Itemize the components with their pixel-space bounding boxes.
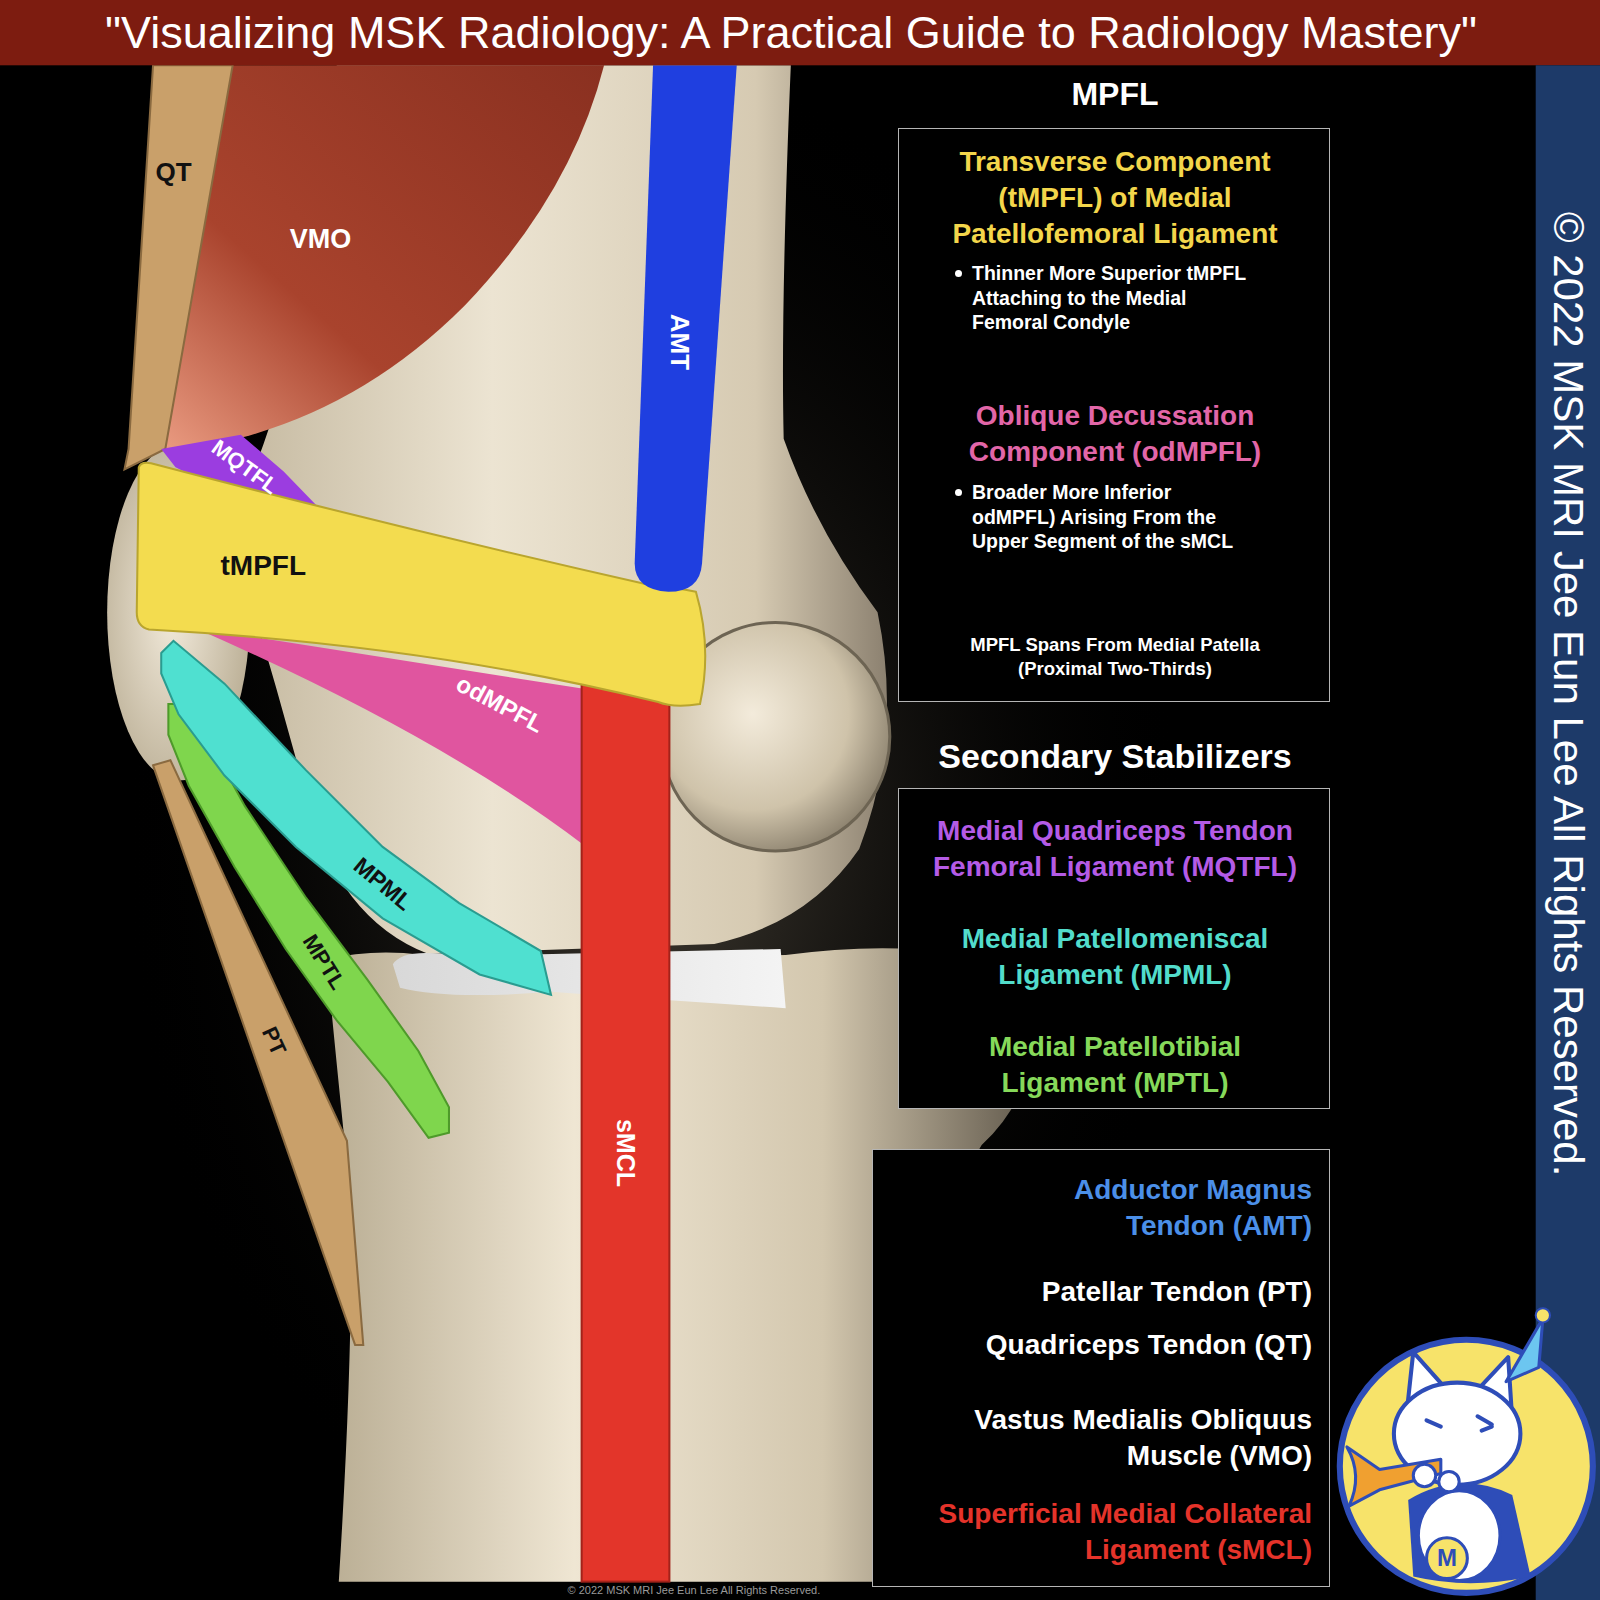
bullet-text: Thinner More Superior tMPFL Attaching to… <box>972 261 1254 335</box>
mascot-logo <box>1340 1308 1593 1593</box>
info-panel: MPFLTransverse Component (tMPFL) of Medi… <box>898 128 1330 702</box>
structure-label: MPTL <box>298 930 351 994</box>
structure-label: QT <box>155 159 191 189</box>
structure-label: MQTFL <box>207 435 283 500</box>
adductor-magnus-tendon <box>635 65 737 592</box>
legend-term: Adductor Magnus Tendon (AMT) <box>1012 1172 1312 1244</box>
mpml-ligament <box>161 641 551 995</box>
legend-term: Superficial Medial Collateral Ligament (… <box>882 1496 1312 1568</box>
structure-label: AMT <box>664 314 694 370</box>
page-title: "Visualizing MSK Radiology: A Practical … <box>105 0 1477 66</box>
quadriceps-tendon <box>124 65 232 469</box>
bullet-dot <box>955 270 962 277</box>
info-panel: Secondary StabilizersMedial Quadriceps T… <box>898 788 1330 1109</box>
copyright-footer: © 2022 MSK MRI Jee Eun Lee All Rights Re… <box>568 1583 821 1596</box>
copyright-watermark: © 2022 MSK MRI Jee Eun Lee All Rights Re… <box>1544 212 1592 1177</box>
smcl-ligament <box>582 679 670 1582</box>
structure-label: MPML <box>348 852 417 916</box>
legend-term: Patellar Tendon (PT) <box>892 1274 1312 1310</box>
panel-heading: MPFL <box>899 75 1331 113</box>
stabilizer-name: Medial Patellotibial Ligament (MPTL) <box>950 1029 1280 1101</box>
info-panel: Adductor Magnus Tendon (AMT) Patellar Ten… <box>872 1149 1330 1587</box>
legend-term: Vastus Medialis Obliquus Muscle (VMO) <box>922 1402 1312 1474</box>
structure-label: PT <box>257 1023 292 1059</box>
structure-label: tMPFL <box>220 550 306 582</box>
component-heading: Transverse Component (tMPFL) of Medial P… <box>929 144 1301 252</box>
structure-label: sMCL <box>611 1119 640 1187</box>
vmo-muscle <box>165 65 604 449</box>
tmpfl-ligament <box>137 463 706 706</box>
logo-letter: M <box>1437 1544 1457 1572</box>
structure-label: VMO <box>290 224 352 255</box>
title-bar <box>0 0 1600 65</box>
legend-term: Quadriceps Tendon (QT) <box>892 1327 1312 1363</box>
stabilizer-name: Medial Quadriceps Tendon Femoral Ligamen… <box>905 813 1325 885</box>
panel-heading: Secondary Stabilizers <box>879 736 1351 776</box>
stabilizer-name: Medial Patellomeniscal Ligament (MPML) <box>925 921 1305 993</box>
bullet-text: Broader More Inferior odMPFL) Arising Fr… <box>972 480 1242 554</box>
bullet-dot <box>955 489 962 496</box>
component-heading: Oblique Decussation Component (odMPFL) <box>929 398 1301 470</box>
structure-label: odMPFL <box>452 670 549 739</box>
panel-note: MPFL Spans From Medial Patella (Proximal… <box>935 633 1295 681</box>
